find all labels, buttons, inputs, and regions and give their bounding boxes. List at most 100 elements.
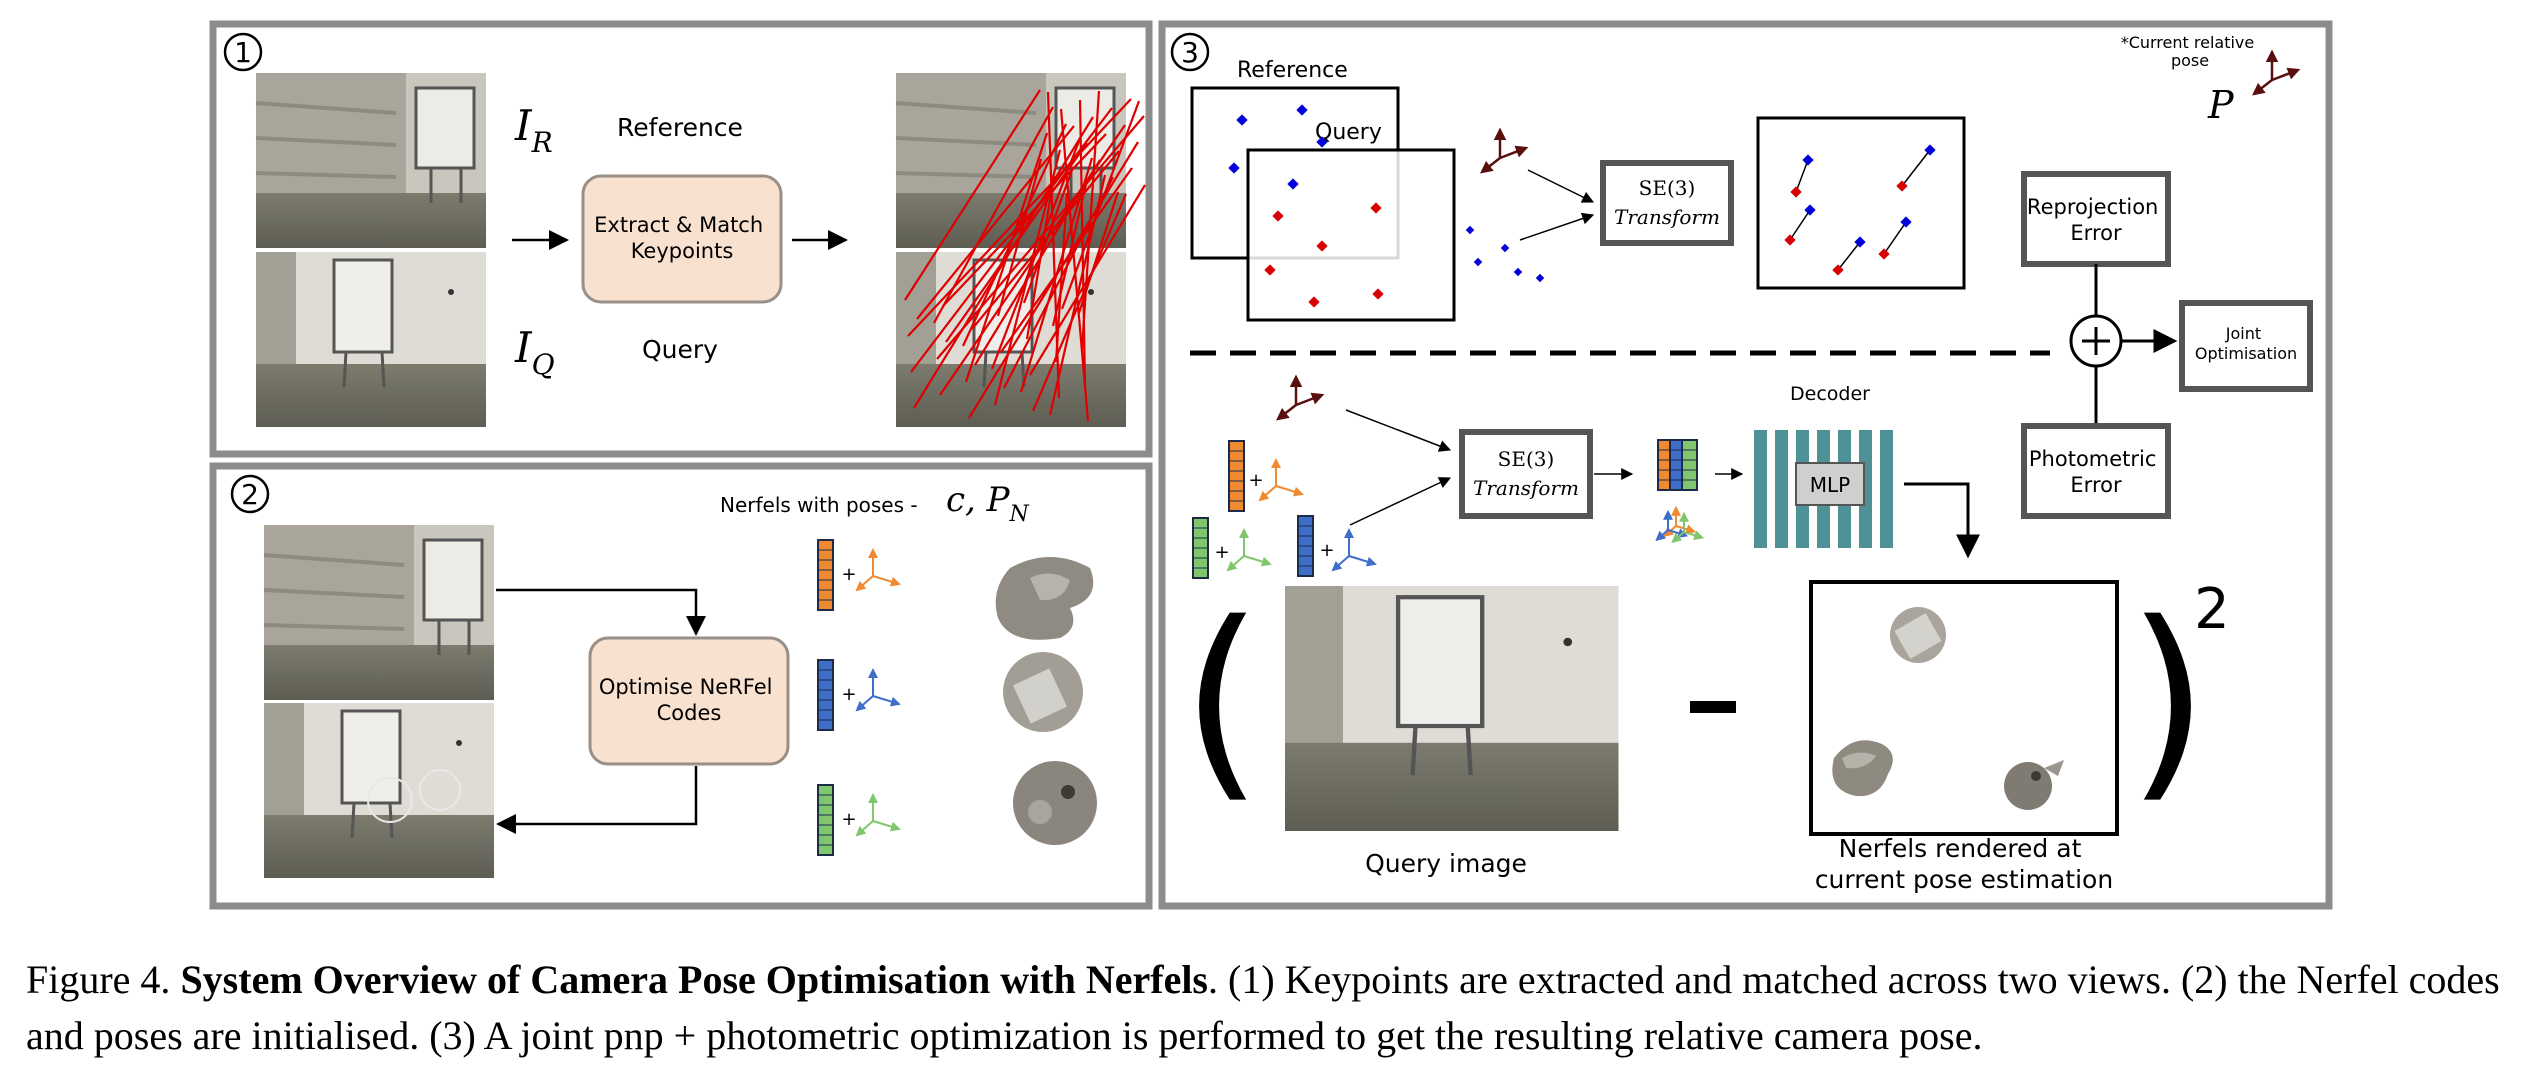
- keypoint-query: [1308, 296, 1320, 308]
- photo-line-2: Error: [2070, 473, 2122, 497]
- panel-2-number: 2: [241, 478, 259, 511]
- reprojection-point-pairs: [1784, 144, 1936, 276]
- repro-line-2: Error: [2070, 221, 2122, 245]
- panel-3: 3 Reference Query SE(3) Transform *Curre…: [1158, 20, 2333, 910]
- input-code-orange: [1228, 440, 1245, 512]
- extract-match-label: Extract & Match Keypoints: [594, 213, 770, 263]
- pair-connector: [1901, 149, 1931, 187]
- pair-blue: [1804, 204, 1816, 216]
- joint-line-2: Optimisation: [2195, 344, 2297, 363]
- query-label: Query: [642, 335, 718, 364]
- input-axes-orange: [1258, 458, 1304, 502]
- p-label: P: [2207, 83, 2235, 127]
- code-bar: [817, 539, 834, 611]
- axis-right: [872, 575, 901, 587]
- projected-point: [1500, 243, 1510, 253]
- axis-down: [1226, 555, 1245, 572]
- query-photo: [254, 250, 488, 429]
- se3-symbol-top: SE(3): [1639, 176, 1696, 200]
- nerfel-pose-axes-3: [855, 793, 901, 837]
- panel-1-number: 1: [234, 36, 252, 69]
- nerfel-pose-axes-2: [855, 668, 901, 712]
- keypoint-query: [1264, 264, 1276, 276]
- input-code-green: [1192, 517, 1209, 579]
- keypoint-match-lines: [904, 89, 1146, 422]
- panel-2-number-circle: [230, 474, 270, 514]
- panel-3-number: 3: [1181, 36, 1199, 69]
- optimise-line-1: Optimise NeRFel: [599, 675, 773, 699]
- se3-symbol-bottom: SE(3): [1498, 447, 1555, 471]
- panel-1: 1 IR IQ Reference Query Extract & Match …: [209, 20, 1153, 458]
- figure-caption: Figure 4. System Overview of Camera Pose…: [26, 952, 2516, 1064]
- pair-red: [1896, 180, 1908, 192]
- decoder-label: Decoder: [1790, 383, 1870, 405]
- match-line: [1000, 167, 1133, 353]
- match-line: [936, 115, 1145, 360]
- projected-point: [1535, 273, 1545, 283]
- repro-line-1: Reprojection: [2027, 195, 2158, 219]
- mlp-box: [1795, 462, 1865, 506]
- axis-down: [855, 695, 874, 712]
- rendered-line-1: Nerfels rendered at: [1839, 834, 2082, 863]
- code-bar: [817, 784, 834, 856]
- plus-sign: +: [841, 809, 856, 830]
- extract-match-line-1: Extract & Match: [594, 213, 763, 237]
- keypoint-ref: [1316, 136, 1328, 148]
- minus-sign: [1690, 701, 1736, 713]
- keypoint-query: [1272, 210, 1284, 222]
- decoder-layer: [1754, 430, 1767, 548]
- axis-down: [1671, 531, 1685, 544]
- reprojection-result-frame: [1756, 116, 1966, 290]
- input-code-blue: [1297, 515, 1314, 577]
- caption-figure-number: Figure 4.: [26, 957, 171, 1002]
- axis-right: [1675, 524, 1697, 535]
- se3-text-bottom: Transform: [1473, 476, 1579, 500]
- label-i-q: IQ: [514, 323, 555, 381]
- pair-blue: [1924, 144, 1936, 156]
- decoder-layer: [1880, 430, 1893, 548]
- match-line: [942, 133, 1107, 307]
- axis-right: [1683, 530, 1705, 541]
- pair-blue: [1900, 216, 1912, 228]
- plus-sign: +: [841, 564, 856, 585]
- match-line: [971, 150, 1120, 330]
- keypoint-query: [1372, 288, 1384, 300]
- nerfel-code-3: [817, 784, 834, 856]
- reference-photo: [254, 71, 488, 250]
- rendered-frame: [1809, 580, 2119, 836]
- pair-blue: [1854, 236, 1866, 248]
- nerfel-code-1: [817, 539, 834, 611]
- axis-down: [855, 575, 874, 592]
- axis-right: [1243, 555, 1272, 567]
- photometric-error-label: Photometric Error: [2029, 447, 2163, 497]
- se3-transform-box-bottom: [1459, 429, 1593, 519]
- match-line: [916, 125, 1075, 320]
- match-line: [1003, 176, 1114, 389]
- projected-point: [1473, 257, 1483, 267]
- p2-reference-photo: [262, 523, 496, 702]
- match-line: [974, 159, 1101, 366]
- rendered-label: Nerfels rendered at current pose estimat…: [1815, 834, 2113, 894]
- extract-match-line-2: Keypoints: [631, 239, 734, 263]
- axis-down: [1258, 485, 1277, 502]
- pair-connector: [1883, 221, 1907, 255]
- plus-sign: +: [1319, 540, 1334, 561]
- note-line-1: *Current relative: [2121, 33, 2255, 52]
- pair-red: [1878, 248, 1890, 260]
- plus-sign: +: [1214, 542, 1229, 563]
- caption-title: System Overview of Camera Pose Optimisat…: [180, 957, 1208, 1002]
- projected-points: [1465, 225, 1545, 283]
- optimise-codes-label: Optimise NeRFel Codes: [599, 675, 779, 725]
- panel-2: 2 Nerfels with poses - c, PN Optimise Ne…: [209, 462, 1153, 910]
- joint-line-1: Joint: [2225, 324, 2261, 343]
- input-axes-green: [1226, 528, 1272, 572]
- axis-right: [1275, 485, 1304, 497]
- pair-connector: [1795, 159, 1809, 193]
- axis-right: [872, 695, 901, 707]
- keypoint-ref: [1287, 178, 1299, 190]
- p2-header-math: c, PN: [946, 480, 1030, 527]
- match-line: [1031, 193, 1128, 412]
- square-exponent: 2: [2194, 577, 2230, 642]
- plus-sign: +: [1248, 470, 1263, 491]
